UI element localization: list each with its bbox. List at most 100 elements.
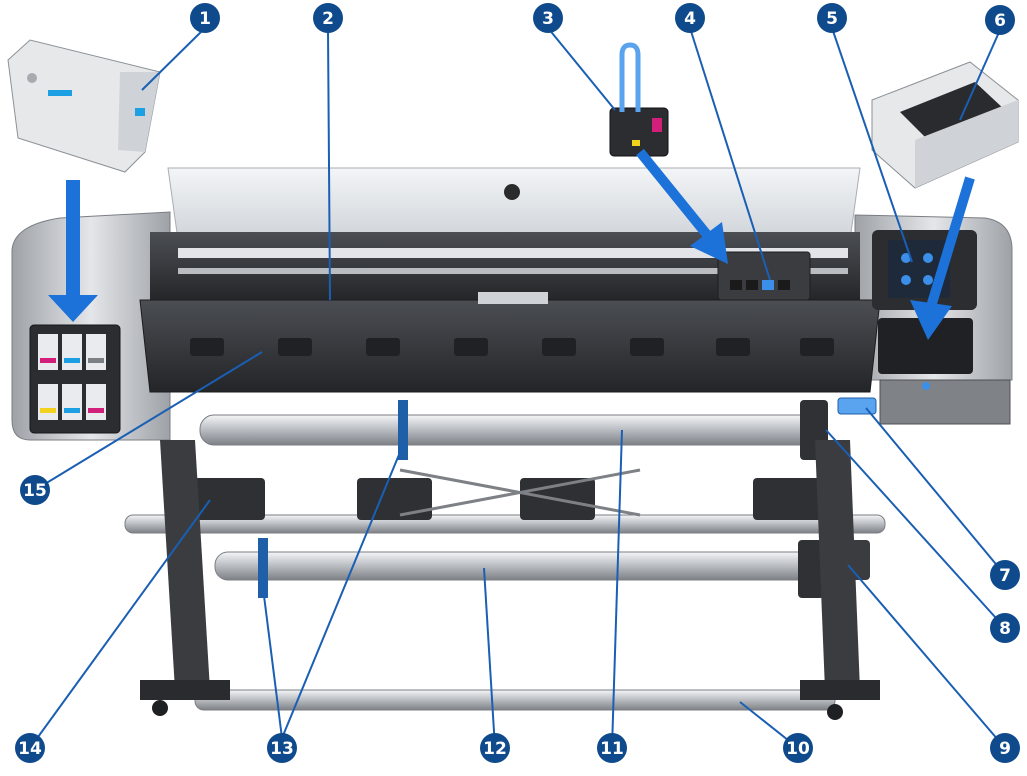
- printhead-slot-1: [730, 280, 742, 290]
- cover-vent: [454, 338, 488, 356]
- callout-number: 12: [483, 739, 507, 759]
- cover-vent: [716, 338, 750, 356]
- callout-4: 4: [675, 3, 705, 33]
- right-foot: [800, 680, 880, 700]
- callout-number: 5: [826, 9, 838, 29]
- callout-number: 4: [684, 9, 696, 29]
- cover-vent: [630, 338, 664, 356]
- right-leg: [815, 440, 860, 690]
- callout-1: 1: [190, 3, 220, 33]
- callout-3: 3: [533, 3, 563, 33]
- printhead-slot-3: [762, 280, 774, 290]
- printhead: [609, 42, 669, 157]
- printhead-slot-4: [778, 280, 790, 290]
- callout-badge: [783, 733, 813, 763]
- callout-8: 8: [990, 613, 1020, 643]
- take-up-spindle: [214, 551, 816, 581]
- loading-table-bar: [194, 689, 836, 711]
- front-panel-button: [923, 275, 933, 285]
- printhead-slot-2: [746, 280, 758, 290]
- callout-number: 9: [999, 739, 1011, 759]
- roller-assembly: [124, 400, 886, 720]
- leader-7: [865, 407, 1006, 576]
- leader-3: [547, 27, 616, 111]
- spindle-hub-lower: [258, 538, 268, 598]
- cover-vent: [366, 338, 400, 356]
- caster: [152, 700, 168, 716]
- cover-vent: [278, 338, 312, 356]
- callout-6: 6: [985, 5, 1015, 35]
- callout-badge: [990, 560, 1020, 590]
- callout-badge: [267, 733, 297, 763]
- carriage-rail-2: [178, 268, 848, 274]
- callout-badge: [675, 3, 705, 33]
- front-panel-button: [901, 253, 911, 263]
- callout-number: 3: [542, 9, 554, 29]
- media-holder-pad: [357, 478, 432, 520]
- callout-number: 14: [18, 739, 42, 759]
- cover-vent: [800, 338, 834, 356]
- spindle-hub-lower-right: [798, 540, 824, 598]
- leader-12: [483, 567, 496, 749]
- input-spindle: [199, 414, 821, 446]
- top-window: [167, 167, 861, 241]
- callout-badge: [990, 613, 1020, 643]
- callout-2: 2: [313, 3, 343, 33]
- leader-13b: [281, 444, 404, 739]
- callout-number: 6: [994, 11, 1006, 31]
- leader-1: [141, 27, 206, 91]
- left-foot: [140, 680, 230, 700]
- printer-body: [11, 167, 1013, 441]
- support-bar: [124, 514, 886, 534]
- leader-13a: [261, 579, 283, 739]
- callout-number: 7: [999, 566, 1011, 586]
- leader-2: [327, 29, 331, 301]
- callout-number: 10: [786, 739, 810, 759]
- caster: [827, 704, 843, 720]
- front-panel-button: [923, 253, 933, 263]
- callout-badge: [480, 733, 510, 763]
- cover-vent: [542, 338, 576, 356]
- cross-brace: [399, 468, 641, 517]
- leader-14: [29, 499, 211, 749]
- maintenance-cartridge: [871, 61, 1019, 189]
- spindle-hub: [398, 400, 408, 460]
- callout-badge: [190, 3, 220, 33]
- callout-badge: [597, 733, 627, 763]
- cover-handle: [478, 292, 548, 304]
- leader-11: [611, 429, 623, 749]
- callout-badge: [990, 733, 1020, 763]
- callout-badge: [817, 3, 847, 33]
- arrow-maintenance-cartridge: [910, 176, 975, 340]
- left-leg: [160, 440, 210, 690]
- callout-badge: [313, 3, 343, 33]
- leader-15: [34, 351, 263, 491]
- ink-cartridge-slots: [38, 334, 106, 420]
- maintenance-door: [879, 379, 1011, 425]
- callout-10: 10: [783, 733, 813, 763]
- leader-9: [847, 564, 1006, 749]
- door-logo: [922, 382, 930, 390]
- cover-vent: [190, 338, 224, 356]
- arrow-ink-cartridge: [48, 180, 98, 322]
- callout-number: 15: [23, 481, 47, 501]
- callout-number: 2: [322, 9, 334, 29]
- leader-6: [959, 29, 1001, 121]
- leader-5: [831, 27, 913, 263]
- ink-cartridge: [7, 39, 161, 173]
- carriage-rail: [178, 248, 848, 258]
- callout-14: 14: [15, 733, 45, 763]
- callout-5: 5: [817, 3, 847, 33]
- callout-badge: [20, 475, 50, 505]
- callout-badge: [985, 5, 1015, 35]
- loading-lever: [837, 397, 877, 415]
- maintenance-cartridge-slot: [878, 318, 973, 374]
- callout-badge: [15, 733, 45, 763]
- leader-8: [825, 429, 1006, 629]
- callout-15: 15: [20, 475, 50, 505]
- callout-11: 11: [597, 733, 627, 763]
- callout-7: 7: [990, 560, 1020, 590]
- callout-number: 13: [270, 739, 294, 759]
